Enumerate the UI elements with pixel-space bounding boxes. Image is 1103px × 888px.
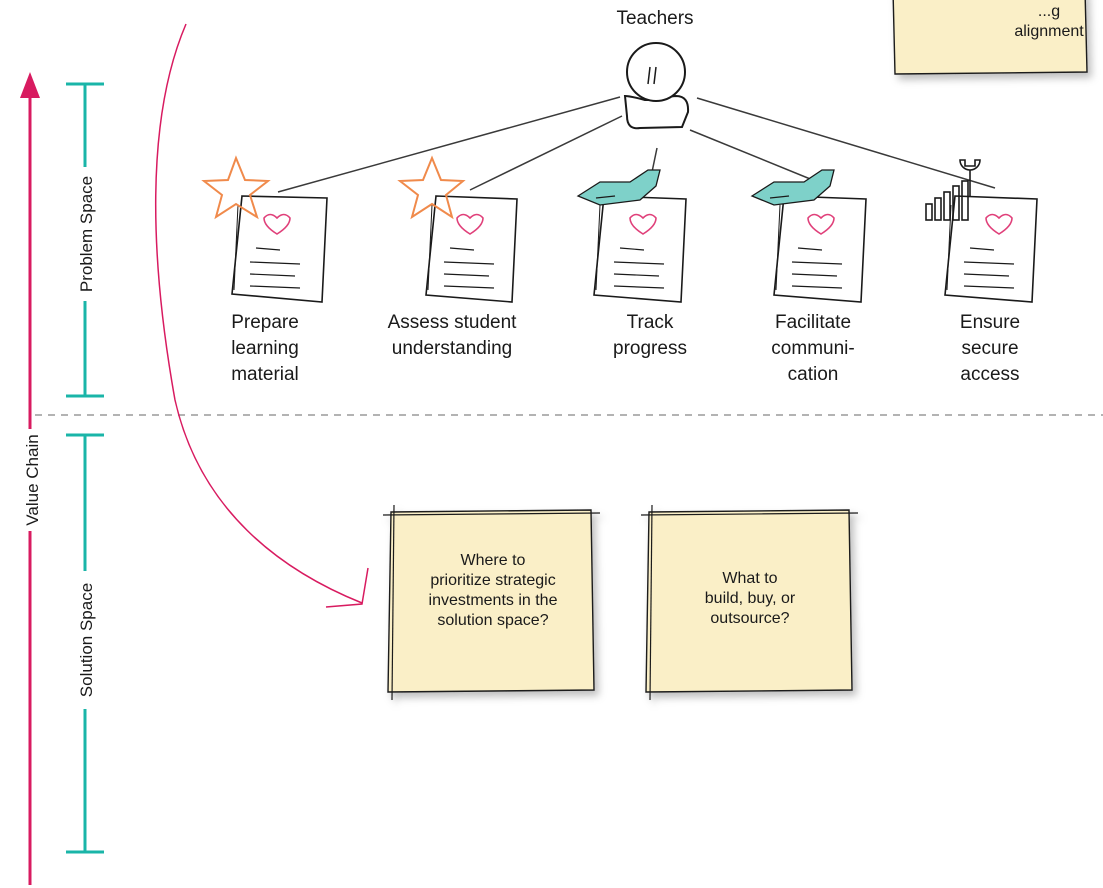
top-note-text: ...g alignment — [1014, 3, 1084, 40]
persona-connectors — [277, 96, 996, 193]
job-label-prepare: Prepare learning material — [231, 312, 299, 385]
curved-arrow — [155, 23, 369, 608]
sticky-note-1 — [382, 504, 601, 701]
star-icon — [397, 155, 466, 220]
star-icon — [201, 155, 271, 220]
job-2-document — [425, 195, 518, 303]
job-label-assess: Assess student understanding — [387, 312, 517, 359]
teacher-persona-icon — [623, 42, 690, 130]
job-3-document — [593, 195, 687, 303]
sticky-note-1-text: Where to prioritize strategic investment… — [428, 552, 558, 629]
value-chain-label: Value Chain — [23, 429, 43, 531]
hand-icon — [750, 169, 835, 206]
job-1-document — [231, 195, 328, 303]
sticky-note-2-text: What to build, buy, or outsource? — [704, 570, 796, 627]
job-4-document — [773, 195, 867, 303]
solution-space-label: Solution Space — [77, 571, 97, 709]
job-label-facilitate: Facilitate communi- cation — [771, 312, 855, 385]
hand-icon — [576, 169, 661, 206]
job-label-ensure: Ensure secure access — [959, 312, 1021, 385]
problem-space-label: Problem Space — [77, 167, 97, 301]
job-documents — [231, 195, 1038, 303]
persona-label: Teachers — [616, 8, 694, 29]
sticky-note-2 — [640, 504, 859, 701]
job-5-document — [944, 195, 1038, 303]
top-sticky-note — [892, 0, 1088, 75]
job-label-track: Track progress — [613, 312, 687, 359]
tools-icon — [925, 159, 981, 221]
